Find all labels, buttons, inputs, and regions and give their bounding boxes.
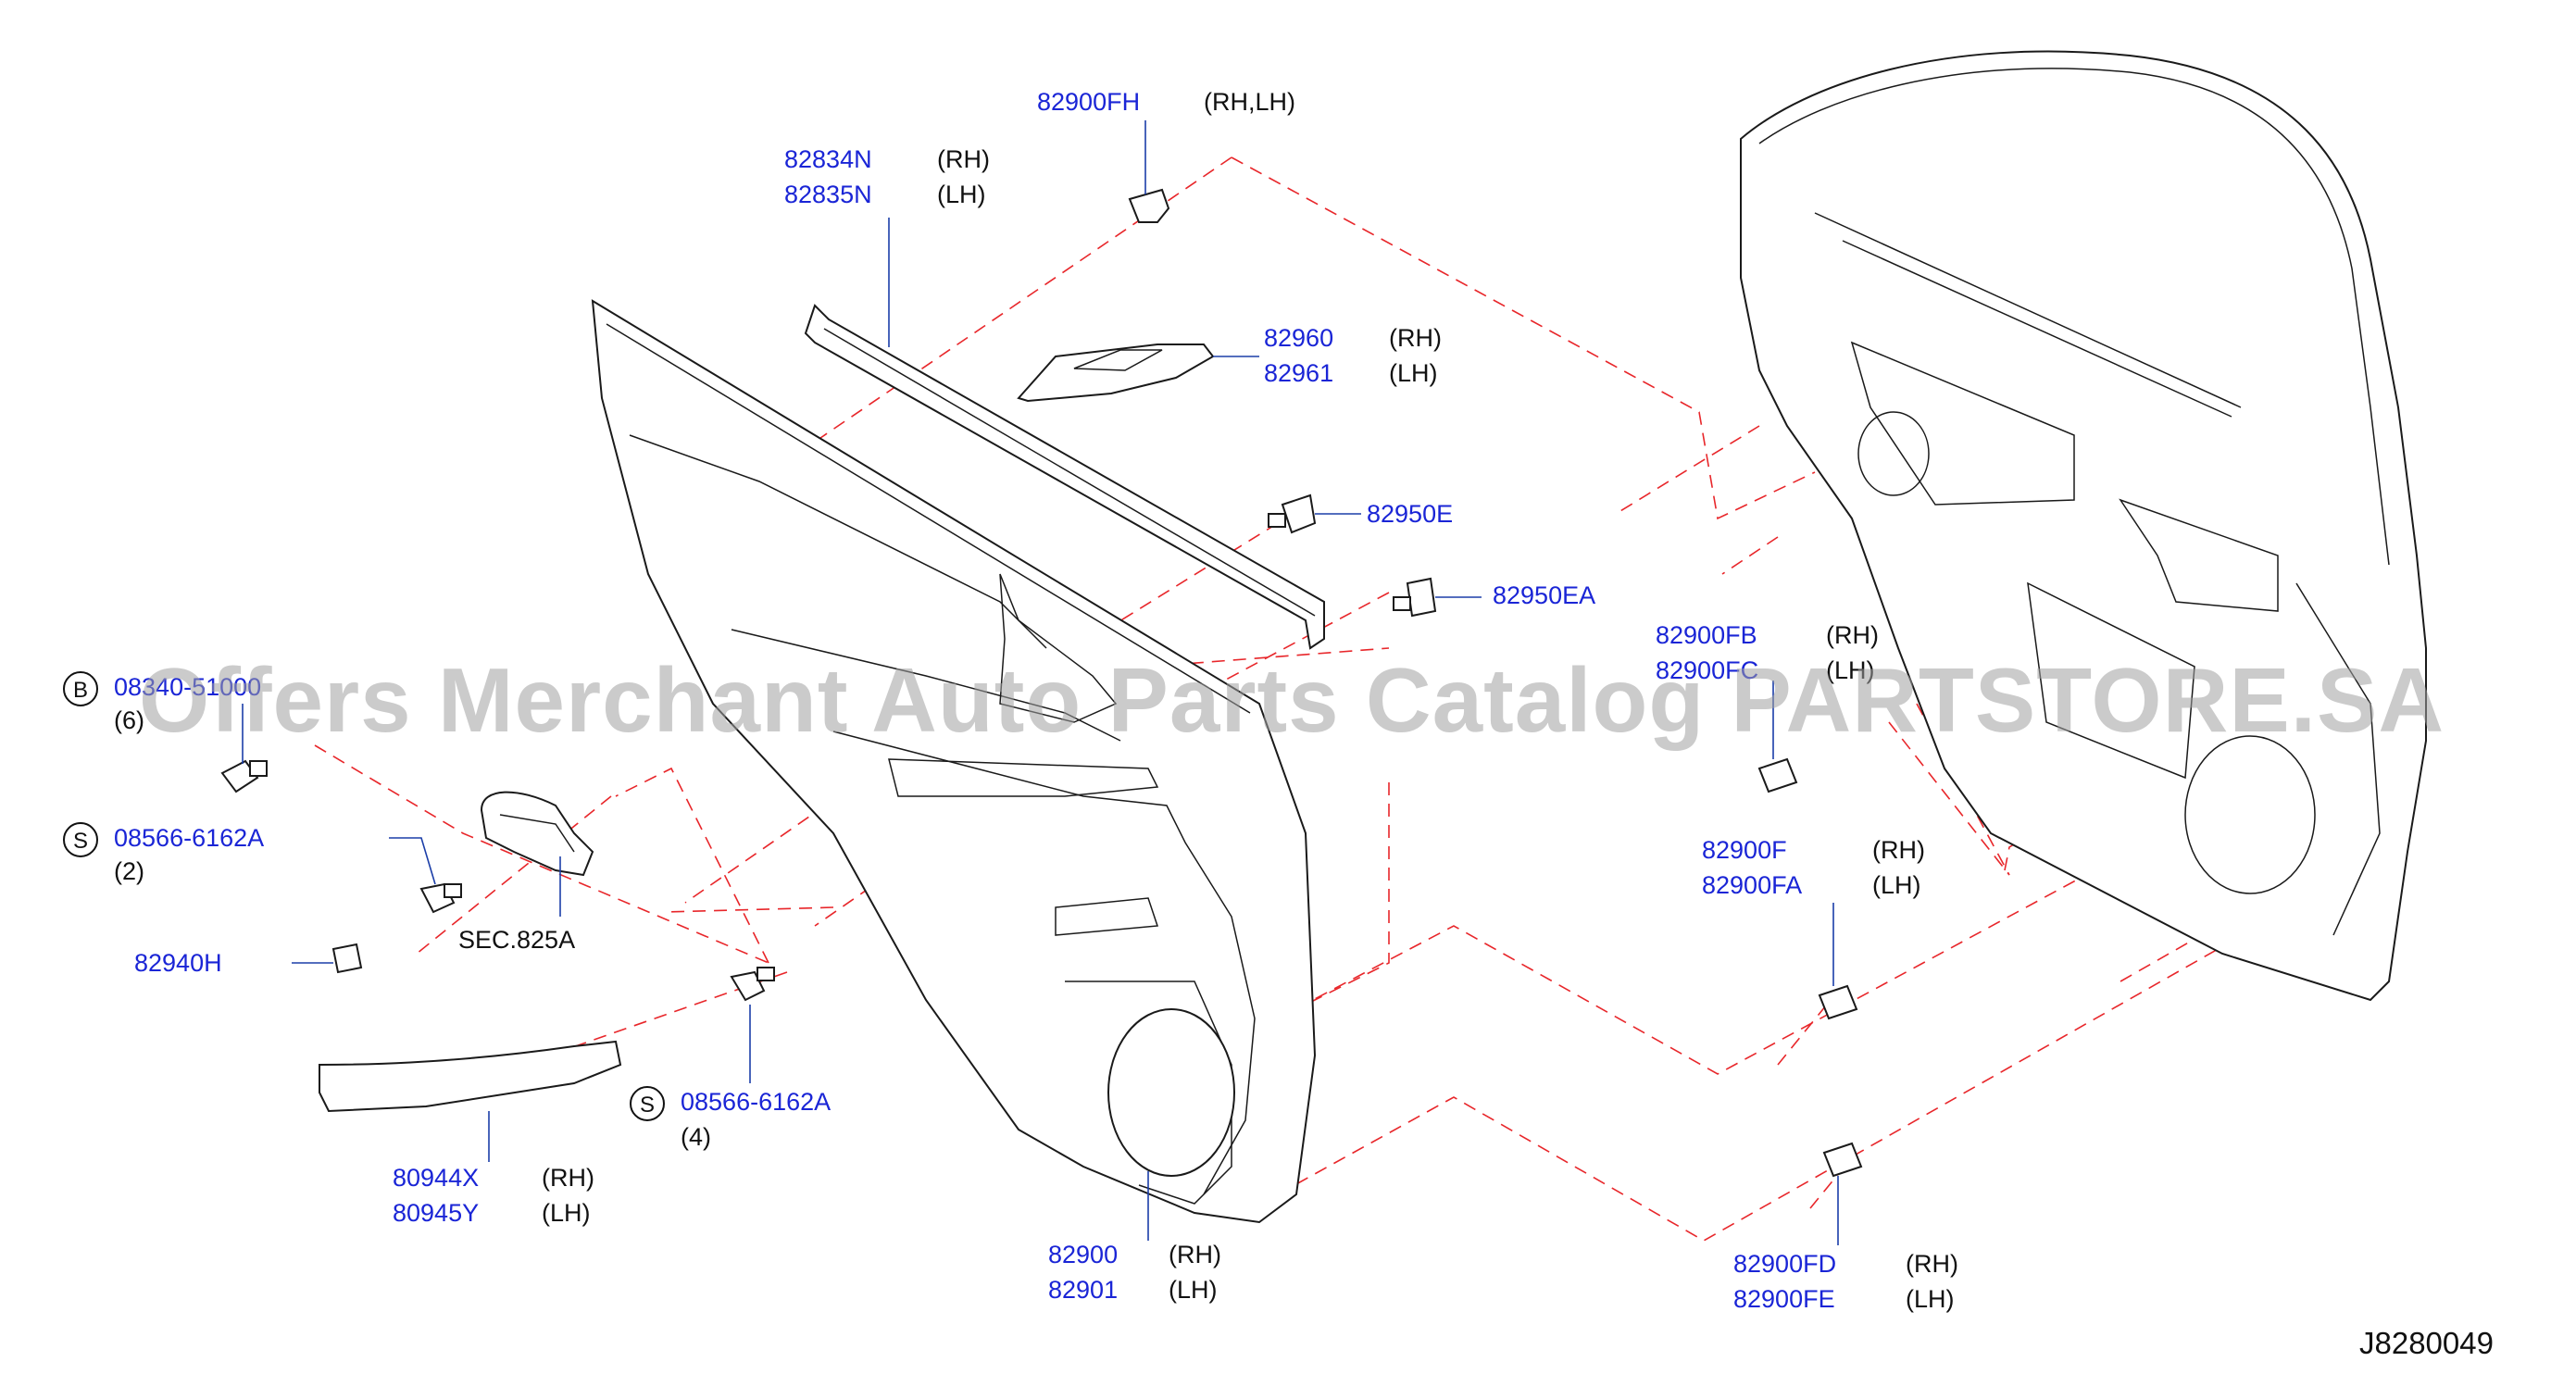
part-number-82900FB[interactable]: 82900FB: [1656, 621, 1757, 649]
side-label: (LH): [937, 181, 986, 208]
section-reference[interactable]: SEC.825A: [458, 926, 576, 954]
diagram-reference: J8280049: [2359, 1326, 2494, 1360]
door-trim-panel: [591, 299, 1317, 1224]
part-number-82940H[interactable]: 82940H: [134, 949, 222, 977]
quantity-label: (4): [681, 1123, 711, 1151]
screw-08566-lower: [730, 967, 775, 1002]
side-label: (RH): [1872, 836, 1925, 864]
part-number-82900FD[interactable]: 82900FD: [1733, 1250, 1837, 1278]
lower-trim: [319, 1040, 622, 1113]
clip-82900F: [1818, 984, 1858, 1020]
part-number-82900FH[interactable]: 82900FH: [1037, 88, 1141, 116]
part-number-82900FC[interactable]: 82900FC: [1656, 656, 1759, 684]
side-label: (RH): [542, 1164, 594, 1192]
side-label: (RH): [1906, 1250, 1958, 1278]
side-label: (LH): [1389, 359, 1438, 387]
bolt-08340: [220, 759, 268, 793]
quantity-label: (6): [114, 706, 144, 734]
side-label: (RH,LH): [1204, 88, 1295, 116]
watermark: Offers Merchant Auto Parts Catalog PARTS…: [139, 649, 2445, 751]
side-label: (RH): [1169, 1241, 1221, 1268]
part-number-82900[interactable]: 82900: [1048, 1241, 1119, 1268]
clips-and-screws: [220, 188, 1863, 1178]
bolt-badge: B: [63, 671, 98, 706]
side-label: (LH): [1906, 1285, 1955, 1313]
side-label: (RH): [1826, 621, 1879, 649]
clip-82900FH: [1128, 188, 1170, 223]
side-label: (LH): [1872, 871, 1921, 899]
part-number-82961[interactable]: 82961: [1264, 359, 1334, 387]
clip-82950EA: [1393, 577, 1437, 618]
clip-82950E: [1268, 493, 1317, 534]
part-number-08340-51000[interactable]: 08340-51000: [114, 673, 262, 701]
screw-badge: S: [63, 822, 98, 857]
window-moulding: [804, 304, 1325, 650]
side-label: (RH): [1389, 324, 1442, 352]
door-inner-panel: [1740, 50, 2427, 1002]
clip-82900FB: [1757, 757, 1798, 793]
side-label: (LH): [1169, 1276, 1218, 1304]
part-number-82950EA[interactable]: 82950EA: [1493, 581, 1596, 609]
side-label: (LH): [1826, 656, 1875, 684]
part-number-82950E[interactable]: 82950E: [1367, 500, 1454, 528]
part-number-80945Y[interactable]: 80945Y: [393, 1199, 480, 1227]
part-number-82960[interactable]: 82960: [1264, 324, 1334, 352]
part-number-82900FA[interactable]: 82900FA: [1702, 871, 1803, 899]
part-number-82900F[interactable]: 82900F: [1702, 836, 1787, 864]
part-number-08566-6162A[interactable]: 08566-6162A: [114, 824, 265, 852]
clip-82900FD: [1822, 1142, 1863, 1178]
side-label: (LH): [542, 1199, 591, 1227]
leader-lines: [242, 120, 1839, 1245]
part-number-80944X[interactable]: 80944X: [393, 1164, 480, 1192]
part-number-82835N[interactable]: 82835N: [784, 181, 872, 208]
part-number-82901[interactable]: 82901: [1048, 1276, 1119, 1304]
part-number-82834N[interactable]: 82834N: [784, 145, 872, 173]
screw-badge: S: [630, 1086, 665, 1121]
quantity-label: (2): [114, 857, 144, 885]
screw-08566-upper: [419, 882, 462, 914]
side-label: (RH): [937, 145, 990, 173]
handle-escutcheon: [480, 791, 594, 877]
clip-82940H: [331, 943, 363, 974]
part-number-08566-6162A[interactable]: 08566-6162A: [681, 1088, 832, 1116]
switch-bezel: [1017, 344, 1215, 403]
part-number-82900FE[interactable]: 82900FE: [1733, 1285, 1835, 1313]
